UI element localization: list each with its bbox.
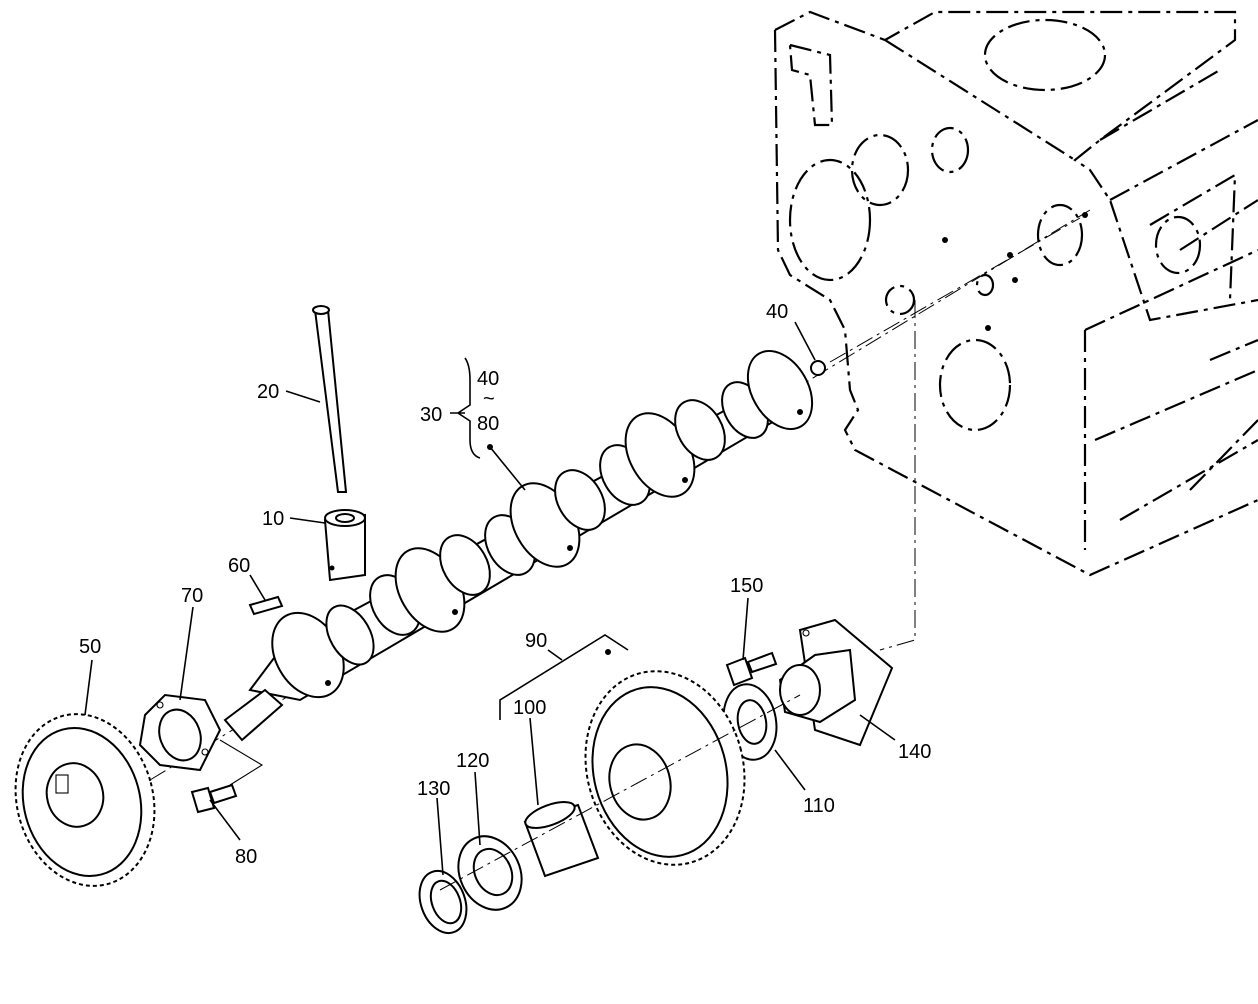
bolt-150 xyxy=(725,651,778,687)
engine-block xyxy=(773,10,1258,577)
callout-60: 60 xyxy=(228,555,250,577)
callout-30-range-sep: ~ xyxy=(483,388,495,410)
callout-50: 50 xyxy=(79,636,101,658)
callout-100: 100 xyxy=(513,697,546,719)
cam-gear xyxy=(14,713,156,887)
bolt-80 xyxy=(190,783,238,814)
callout-80: 80 xyxy=(235,846,257,868)
callout-40: 40 xyxy=(766,301,788,323)
tappet xyxy=(323,509,366,582)
callout-110: 110 xyxy=(803,795,835,817)
leader-lines xyxy=(84,321,896,876)
plug-40 xyxy=(810,360,826,376)
push-rod xyxy=(312,305,348,493)
callout-140: 140 xyxy=(898,741,931,763)
callout-labels: 20 10 60 70 50 80 30 40 ~ 80 40 150 90 1… xyxy=(79,301,931,868)
callout-120: 120 xyxy=(456,750,489,772)
idler-shaft xyxy=(778,618,894,747)
callout-30: 30 xyxy=(420,404,442,426)
callout-30-range-top: 40 xyxy=(477,368,499,390)
callout-70: 70 xyxy=(181,585,203,607)
callout-20: 20 xyxy=(257,381,279,403)
thrust-plate xyxy=(138,693,222,772)
callout-90: 90 xyxy=(525,630,547,652)
callout-10: 10 xyxy=(262,508,284,530)
callout-130: 130 xyxy=(417,778,450,800)
bushing xyxy=(523,801,600,878)
callout-30-range-bottom: 80 xyxy=(477,413,499,435)
callout-150: 150 xyxy=(730,575,763,597)
camshaft xyxy=(149,209,1091,781)
key xyxy=(248,595,284,616)
snap-ring xyxy=(418,870,468,934)
idler-gear xyxy=(584,670,746,866)
